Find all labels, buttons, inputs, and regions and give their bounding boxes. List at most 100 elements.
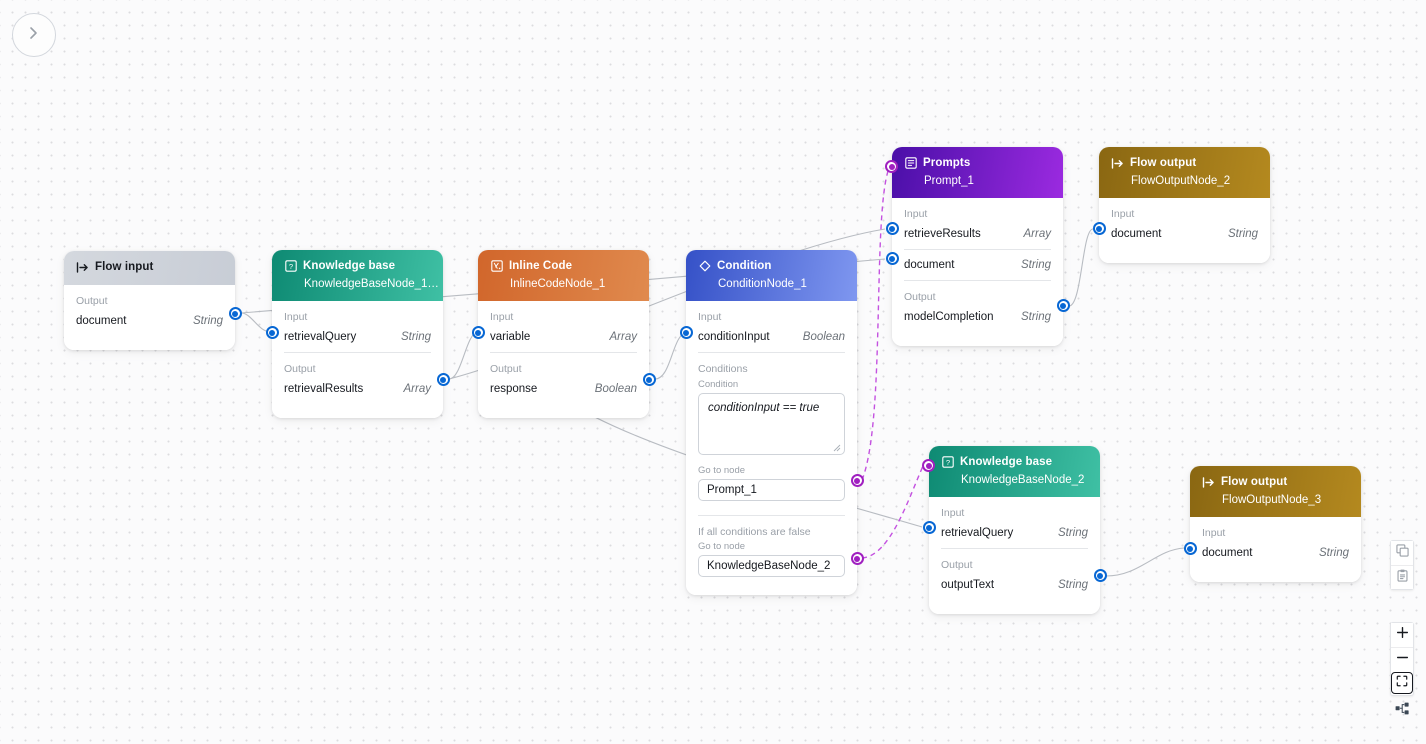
port-goto-else[interactable]	[850, 552, 864, 565]
node-header: Condition ConditionNode_1	[686, 250, 857, 302]
port-type: Array	[1023, 228, 1051, 241]
zoom-in-button[interactable]	[1391, 623, 1413, 647]
node-inline-code-1[interactable]: Inline Code InlineCodeNode_1 Input varia…	[471, 250, 656, 419]
resize-grip-icon[interactable]	[833, 444, 841, 452]
node-condition-1[interactable]: Condition ConditionNode_1 Input conditio…	[679, 250, 864, 596]
port-type: Boolean	[594, 383, 637, 396]
zoom-out-button[interactable]	[1391, 647, 1413, 671]
svg-text:?: ?	[288, 262, 292, 271]
section-label-input: Input	[490, 311, 514, 324]
port-input-document[interactable]	[1092, 222, 1106, 235]
edge-condition-goto-prompt1	[861, 167, 890, 481]
port-row-document: document String	[1099, 227, 1270, 249]
port-type: String	[1020, 311, 1051, 324]
port-type: String	[192, 314, 223, 327]
svg-text:?: ?	[945, 458, 949, 467]
node-flow-output-2[interactable]: Flow output FlowOutputNode_2 Input docum…	[1092, 147, 1270, 264]
section-label-input: Input	[904, 208, 928, 221]
node-header: ? Knowledge base KnowledgeBaseNode_1…	[272, 250, 443, 302]
else-goto-node-value: KnowledgeBaseNode_2	[707, 560, 831, 573]
port-type: String	[400, 331, 431, 344]
section-label-output: Output	[904, 291, 936, 304]
port-name: retrieveResults	[904, 228, 981, 241]
prompts-icon	[904, 157, 917, 170]
port-row-document: document String	[1190, 546, 1361, 568]
port-input-retrieveresults[interactable]	[885, 222, 899, 235]
port-input-document[interactable]	[1183, 542, 1197, 555]
condition-expression-input[interactable]: conditionInput == true	[698, 393, 845, 456]
section-label-output: Output	[284, 363, 316, 376]
sidebar-expand-button[interactable]	[12, 13, 56, 57]
port-row-conditioninput: conditionInput Boolean	[686, 330, 857, 352]
port-type: String	[1227, 228, 1258, 241]
node-header: Flow output FlowOutputNode_2	[1099, 147, 1270, 199]
fit-view-button[interactable]	[1391, 672, 1413, 694]
port-type: String	[1318, 547, 1349, 560]
node-flow-output-3[interactable]: Flow output FlowOutputNode_3 Input docum…	[1183, 466, 1361, 583]
node-knowledge-base-1[interactable]: ? Knowledge base KnowledgeBaseNode_1… In…	[265, 250, 450, 419]
port-goto-target[interactable]	[922, 459, 935, 472]
port-row-retrievalresults: retrievalResults Array	[272, 382, 443, 404]
copy-button[interactable]	[1391, 541, 1413, 565]
chevron-right-icon	[28, 26, 40, 45]
else-goto-node-input[interactable]: KnowledgeBaseNode_2	[698, 555, 845, 578]
auto-layout-tree-icon	[1395, 702, 1410, 722]
copy-icon	[1395, 544, 1409, 562]
port-output-document[interactable]	[228, 307, 242, 320]
edge-inlinecode-condition	[654, 331, 689, 380]
node-name-label: KnowledgeBaseNode_1…	[304, 277, 439, 290]
port-type: String	[1057, 527, 1088, 540]
section-label-output: Output	[490, 363, 522, 376]
port-output-retrievalresults[interactable]	[436, 373, 450, 386]
section-label-output: Output	[941, 559, 973, 572]
port-type: Array	[609, 331, 637, 344]
node-header: Inline Code InlineCodeNode_1	[478, 250, 649, 302]
node-type-label: Inline Code	[509, 260, 573, 272]
clipboard-toolbar	[1390, 540, 1414, 590]
node-flow-input-1[interactable]: Flow input Output document String	[64, 251, 242, 350]
port-type: Boolean	[802, 331, 845, 344]
goto-node-input[interactable]: Prompt_1	[698, 479, 845, 502]
auto-layout-button[interactable]	[1390, 700, 1414, 724]
node-header: Flow output FlowOutputNode_3	[1190, 466, 1361, 518]
zoom-toolbar	[1390, 622, 1414, 696]
port-goto-target[interactable]	[885, 160, 898, 173]
flow-output-icon	[1202, 476, 1215, 489]
knowledge-base-icon: ?	[941, 456, 954, 469]
port-input-document[interactable]	[885, 252, 899, 265]
condition-diamond-icon	[698, 260, 711, 273]
port-output-outputtext[interactable]	[1093, 569, 1107, 582]
node-knowledge-base-2[interactable]: ? Knowledge base KnowledgeBaseNode_2 Inp…	[922, 446, 1107, 615]
port-row-response: response Boolean	[478, 382, 649, 404]
port-name: retrievalQuery	[284, 331, 357, 344]
node-name-label: FlowOutputNode_2	[1131, 174, 1231, 187]
port-name: conditionInput	[698, 331, 770, 344]
divider	[698, 352, 845, 354]
else-goto-node-label: Go to node	[698, 541, 746, 553]
port-name: document	[1111, 228, 1162, 241]
node-prompts-1[interactable]: Prompts Prompt_1 Input retrieveResults A…	[885, 147, 1070, 347]
node-type-label: Prompts	[923, 157, 971, 169]
port-input-variable[interactable]	[471, 326, 485, 339]
node-header: Flow input	[64, 251, 235, 285]
port-type: Array	[403, 383, 431, 396]
node-name-label: ConditionNode_1	[718, 277, 807, 290]
condition-expression-value: conditionInput == true	[708, 402, 820, 415]
edge-kb2-flowoutput3	[1105, 547, 1185, 577]
node-type-label: Knowledge base	[960, 456, 1053, 468]
port-row-variable: variable Array	[478, 330, 649, 352]
port-row-modelcompletion: modelCompletion String	[892, 310, 1063, 332]
port-input-conditioninput[interactable]	[679, 326, 693, 339]
paste-button[interactable]	[1391, 565, 1413, 589]
divider	[904, 280, 1051, 282]
port-input-retrievalquery[interactable]	[265, 326, 279, 339]
divider	[490, 352, 637, 354]
section-label-output: Output	[76, 294, 108, 307]
section-label-input: Input	[1111, 208, 1135, 221]
port-output-response[interactable]	[642, 373, 656, 386]
port-name: modelCompletion	[904, 311, 994, 324]
port-goto-prompt1[interactable]	[850, 474, 864, 487]
port-output-modelcompletion[interactable]	[1056, 299, 1070, 312]
port-input-retrievalquery[interactable]	[922, 521, 936, 534]
